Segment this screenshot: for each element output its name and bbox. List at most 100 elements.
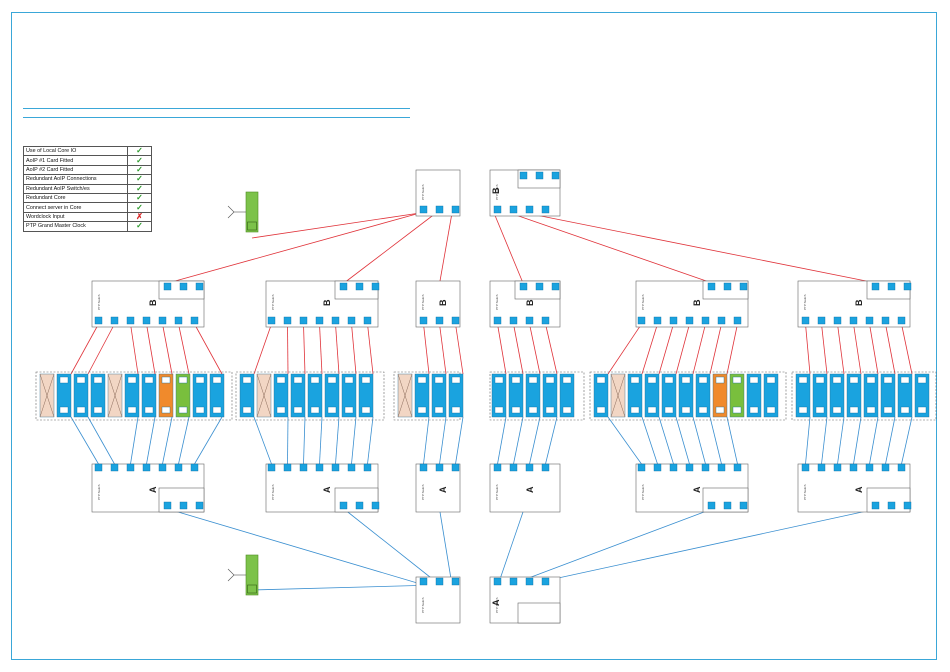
card-port xyxy=(528,376,538,384)
network-b-link xyxy=(253,323,272,375)
switch-port xyxy=(363,463,372,472)
network-b-link xyxy=(726,323,738,375)
card-slot xyxy=(627,373,643,418)
card-port xyxy=(212,376,222,384)
switch-port xyxy=(451,316,460,325)
switch-port xyxy=(94,463,103,472)
card-port xyxy=(276,376,286,384)
card-slot xyxy=(593,373,609,418)
uplink-b xyxy=(439,212,453,282)
switch-port xyxy=(163,501,172,510)
switch-port xyxy=(739,282,748,291)
switch-port xyxy=(849,463,858,472)
card-port xyxy=(195,376,205,384)
feature-legend-table: Use of Local Core IO✓AoIP #1 Card Fitted… xyxy=(23,145,152,232)
switch-port xyxy=(551,171,560,180)
card-port xyxy=(562,376,572,384)
switch-port xyxy=(733,463,742,472)
card-slot xyxy=(795,373,811,418)
blank-slot-cross xyxy=(39,373,55,418)
title-rule-bottom xyxy=(23,117,410,118)
card-port xyxy=(798,406,808,414)
network-b-link xyxy=(287,323,289,375)
card-port xyxy=(293,406,303,414)
card-slot xyxy=(290,373,306,418)
switch-caption: PTP Switch xyxy=(495,184,499,200)
switch-port xyxy=(669,463,678,472)
card-slot xyxy=(431,373,447,418)
network-b-link xyxy=(130,323,139,375)
switch-port xyxy=(126,316,135,325)
card-slot xyxy=(73,373,89,418)
card-slot xyxy=(448,373,464,418)
card-rack-frame xyxy=(35,371,233,421)
card-port xyxy=(59,376,69,384)
card-slot xyxy=(729,373,745,418)
card-slot xyxy=(414,373,430,418)
card-slot xyxy=(863,373,879,418)
network-a-link xyxy=(87,416,115,465)
switch-port xyxy=(897,463,906,472)
check-icon: ✓ xyxy=(127,221,152,232)
card-rack-frame xyxy=(791,371,937,421)
card-port xyxy=(361,376,371,384)
switch-port xyxy=(493,463,502,472)
switch-port xyxy=(267,316,276,325)
network-a-label: A xyxy=(148,486,158,493)
card-port xyxy=(178,376,188,384)
switch-port xyxy=(174,316,183,325)
blank-slot-cross xyxy=(610,373,626,418)
card-port xyxy=(815,406,825,414)
card-slot xyxy=(175,373,191,418)
switch-port xyxy=(299,316,308,325)
switch-port xyxy=(637,463,646,472)
switch-port xyxy=(94,316,103,325)
network-b-link xyxy=(805,323,811,375)
uplink-a xyxy=(509,508,713,586)
card-slot xyxy=(508,373,524,418)
switch-port xyxy=(509,463,518,472)
card-port xyxy=(494,406,504,414)
switch-port xyxy=(865,316,874,325)
card-port xyxy=(883,406,893,414)
uplink-a xyxy=(343,508,441,586)
card-port xyxy=(900,376,910,384)
card-port xyxy=(242,376,252,384)
switch-port xyxy=(707,282,716,291)
uplink-b xyxy=(167,212,421,284)
switch-port xyxy=(299,463,308,472)
card-port xyxy=(76,376,86,384)
card-port xyxy=(647,376,657,384)
switch-port xyxy=(110,463,119,472)
card-port xyxy=(511,376,521,384)
card-port xyxy=(832,406,842,414)
network-b-link xyxy=(885,323,896,375)
network-a-link xyxy=(885,416,896,465)
switch-port xyxy=(355,282,364,291)
card-port xyxy=(310,376,320,384)
grand-master-port xyxy=(247,221,257,231)
network-b-link xyxy=(709,323,722,375)
switch-port xyxy=(355,501,364,510)
switch-port xyxy=(315,316,324,325)
switch-port xyxy=(519,171,528,180)
card-slot xyxy=(678,373,694,418)
uplink-a xyxy=(497,511,524,586)
network-b-label: B xyxy=(148,299,158,306)
switch-port xyxy=(435,205,444,214)
card-slot xyxy=(358,373,374,418)
legend-row: PTP Grand Master Clock✓ xyxy=(23,221,152,232)
uplink-a xyxy=(439,511,453,586)
card-slot xyxy=(880,373,896,418)
switch-port xyxy=(817,316,826,325)
switch-port xyxy=(509,316,518,325)
switch-port xyxy=(110,316,119,325)
network-a-link xyxy=(178,416,190,465)
network-a-link xyxy=(607,416,642,465)
card-port xyxy=(545,376,555,384)
card-slot xyxy=(273,373,289,418)
network-b-link xyxy=(423,323,430,375)
switch-port xyxy=(331,463,340,472)
network-a-link xyxy=(162,416,173,465)
